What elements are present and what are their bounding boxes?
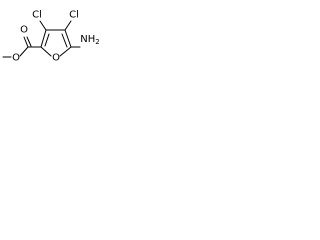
furan-ring (40, 29, 72, 57)
amino-subscript: 2 (95, 38, 99, 46)
bond-c2-c3 (40, 29, 47, 48)
amino-group-label: NH2 (80, 34, 99, 47)
ring-oxygen-label: O (52, 53, 60, 64)
bond-c4-cl (64, 20, 72, 31)
chlorine-label-left: Cl (32, 10, 42, 21)
bond-o1-c2 (40, 46, 52, 57)
ester-oxygen-label: O (12, 53, 20, 64)
chemical-structure-diagram: Cl Cl O O O NH2 (2, 10, 100, 64)
amino-nh-text: NH2 (80, 34, 99, 47)
bond-carbonyl-o-2 (26, 36, 32, 47)
bond-c5-o1 (59, 46, 72, 57)
bond-c4-c5-double (61, 33, 68, 48)
chlorine-label-right: Cl (69, 10, 79, 21)
bond-c2-c3-double (44, 33, 50, 47)
bond-carbonyl-o-1 (23, 36, 29, 48)
carbonyl-oxygen-label: O (20, 25, 28, 36)
bond-carbonyl-ester-o (19, 46, 29, 57)
bond-c3-cl (39, 20, 47, 31)
bond-c4-c5 (64, 29, 72, 48)
amino-nh-main: NH (80, 34, 95, 45)
